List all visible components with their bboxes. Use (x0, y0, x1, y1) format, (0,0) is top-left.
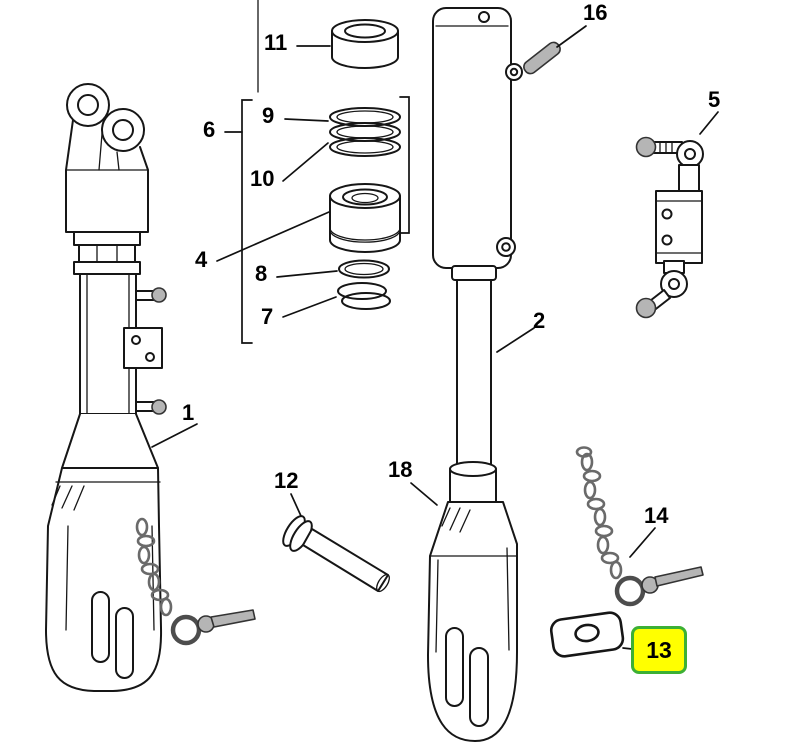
part-4-piston (329, 183, 401, 253)
part-callout-11[interactable]: 11 (264, 30, 288, 55)
part-callout-7[interactable]: 7 (261, 304, 274, 329)
part-callout-14[interactable]: 14 (644, 503, 669, 528)
part-14-chain-linch-pin (575, 446, 704, 607)
group-bracket-right (399, 96, 410, 234)
part-callout-13-highlighted[interactable]: 13 (631, 626, 687, 674)
part-callout-8[interactable]: 8 (255, 261, 268, 286)
part-callout-12[interactable]: 12 (274, 468, 299, 493)
grease-fitting-lower (135, 399, 167, 415)
part-callout-1[interactable]: 1 (182, 400, 195, 425)
part-callout-2[interactable]: 2 (533, 308, 546, 333)
part-callout-4[interactable]: 4 (195, 247, 208, 272)
part-9-o-rings (329, 107, 401, 142)
part-13-plate (549, 611, 625, 658)
part-11-gland-ring (331, 19, 399, 69)
part-callout-9[interactable]: 9 (262, 103, 275, 128)
leader-lines (151, 25, 719, 650)
part-callout-5[interactable]: 5 (708, 87, 721, 112)
part-8-o-ring (338, 259, 390, 279)
part-2-cylinder (432, 7, 523, 471)
grease-fitting-upper (135, 287, 167, 303)
part-callout-10[interactable]: 10 (250, 166, 275, 191)
part-18-clevis (427, 461, 518, 742)
part-callout-18[interactable]: 18 (388, 457, 413, 482)
part-12-clevis-pin (282, 515, 390, 593)
lock-block (123, 327, 163, 369)
part-callout-16[interactable]: 16 (583, 0, 608, 25)
linch-pin-left (170, 609, 256, 646)
part-5-link-assembly (635, 136, 704, 319)
part-6-group-bracket (241, 99, 253, 344)
part-16-pin (523, 41, 561, 75)
part-1-turnbuckle-assembly (45, 83, 256, 692)
part-7-spiral-ring (337, 282, 391, 310)
part-10-backup-ring (329, 137, 401, 157)
retainer-chain-left (135, 517, 173, 617)
part-callout-6[interactable]: 6 (203, 117, 216, 142)
